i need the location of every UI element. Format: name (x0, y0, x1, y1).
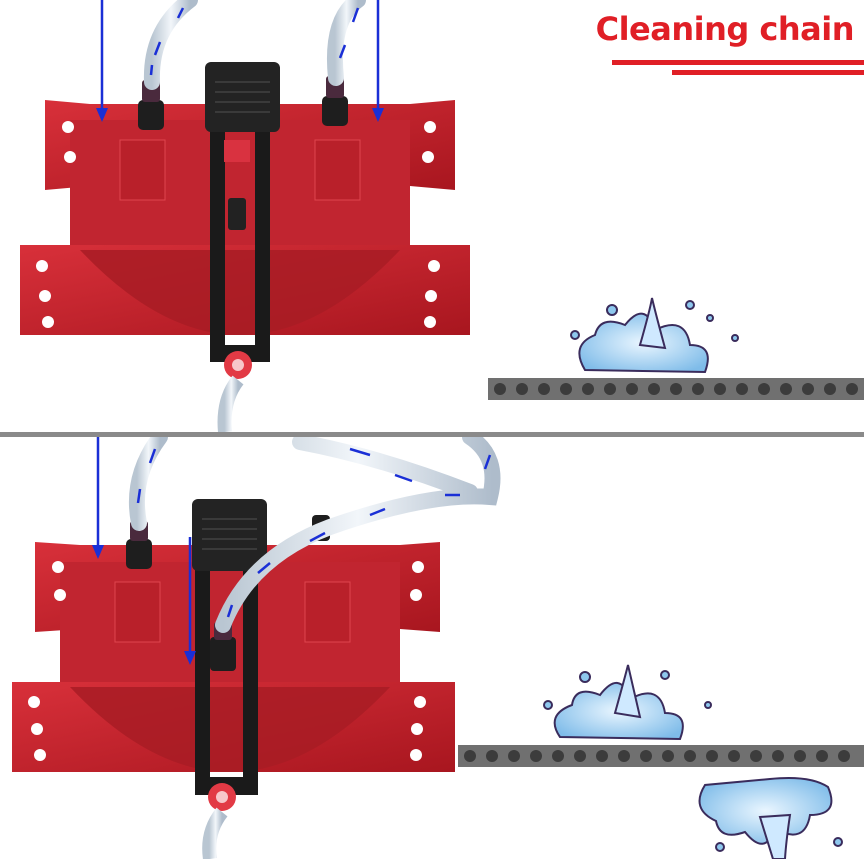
flow-arrow (96, 0, 384, 122)
top-illustration (20, 0, 864, 432)
title-underline-long (612, 60, 864, 65)
panel-bottom (0, 437, 864, 859)
panel-divider (0, 432, 864, 437)
panel-top (20, 0, 864, 432)
chain-cleaner-device (12, 499, 455, 811)
tube-right (326, 0, 366, 86)
tube-left (143, 0, 198, 90)
water-splash-icon (543, 664, 712, 741)
flow-arrow (92, 437, 492, 665)
chain-cleaner-device (20, 62, 470, 379)
water-splash-icon (698, 777, 843, 859)
tube-bottom (202, 807, 228, 859)
page-title: Cleaning chain (595, 10, 855, 48)
roller-chain (488, 378, 864, 400)
title-underline-short (672, 70, 864, 75)
water-splash-icon (570, 297, 739, 374)
tube-bottom (217, 375, 244, 432)
bottom-illustration (12, 437, 864, 859)
tube-left (128, 437, 168, 531)
roller-chain (458, 745, 864, 767)
